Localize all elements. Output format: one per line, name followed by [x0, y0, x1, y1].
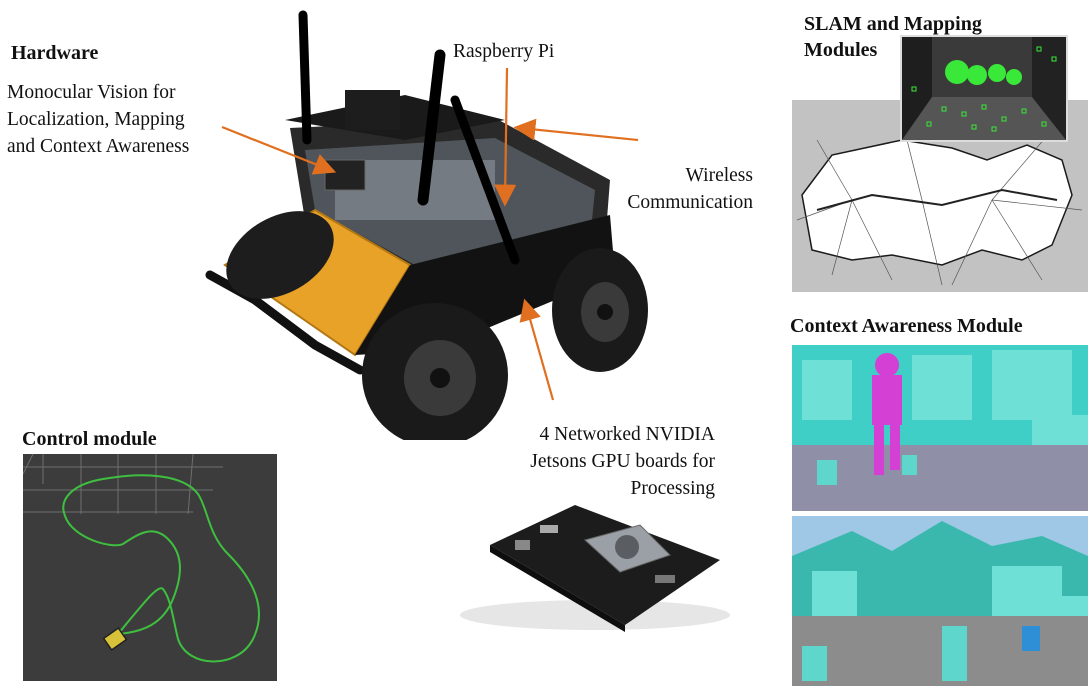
arrow-vision: [221, 125, 337, 175]
control-trajectory-path: [62, 474, 260, 663]
wireless-label: Wireless Communication: [560, 162, 753, 216]
context-segmentation-image-2: [792, 516, 1088, 686]
control-title: Control module: [22, 428, 157, 450]
wireless-label-line-1: Wireless: [685, 165, 753, 186]
person-mask: [872, 353, 902, 475]
vision-label-line-1: Monocular Vision for: [7, 82, 176, 103]
gpu-label-line-2: Jetsons GPU boards for: [530, 451, 715, 472]
control-grid: [23, 454, 223, 515]
slam-occupancy-map: [796, 119, 1083, 286]
arrow-wireless: [513, 118, 639, 142]
wheel-back-left: [226, 211, 334, 299]
wheel-back-right: [552, 248, 648, 372]
wheel-front-left: [362, 303, 508, 440]
raspberry-label: Raspberry Pi: [453, 41, 555, 62]
antenna-right: [450, 95, 520, 265]
control-module-view: [23, 454, 277, 681]
context-title: Context Awareness Module: [790, 315, 1023, 337]
robot-illustration: [205, 10, 648, 440]
context-segmentation-bottom: [792, 516, 1088, 686]
slam-title-line-2: Modules: [804, 39, 878, 61]
slam-feature-points: [911, 46, 1057, 132]
slam-title-line-1: SLAM and Mapping: [804, 13, 982, 35]
arrow-raspberry: [494, 67, 517, 207]
jetson-board-image: [460, 505, 730, 632]
gpu-label-line-3: Processing: [630, 478, 716, 499]
control-robot-marker: [102, 627, 128, 651]
context-segmentation-top: [792, 345, 1088, 511]
antenna-left: [298, 10, 312, 145]
gpu-label: 4 Networked NVIDIA Jetsons GPU boards fo…: [440, 421, 715, 502]
slam-camera-inset: [900, 35, 1068, 142]
vision-label-line-2: Localization, Mapping: [7, 109, 185, 130]
context-segmentation-image-1: [792, 345, 1088, 511]
wireless-label-line-2: Communication: [627, 192, 753, 213]
antenna-middle: [417, 49, 446, 206]
vision-label: Monocular Vision for Localization, Mappi…: [7, 79, 189, 160]
slam-title: SLAM and Mapping Modules: [804, 11, 982, 63]
control-trajectory-plot: [23, 454, 260, 663]
slam-feature-image: [902, 37, 1066, 140]
vision-label-line-3: and Context Awareness: [7, 136, 190, 157]
arrow-gpu: [519, 298, 555, 401]
gpu-label-line-1: 4 Networked NVIDIA: [539, 424, 715, 445]
hardware-title: Hardware: [11, 42, 99, 64]
slam-feature-trees: [945, 60, 1022, 85]
